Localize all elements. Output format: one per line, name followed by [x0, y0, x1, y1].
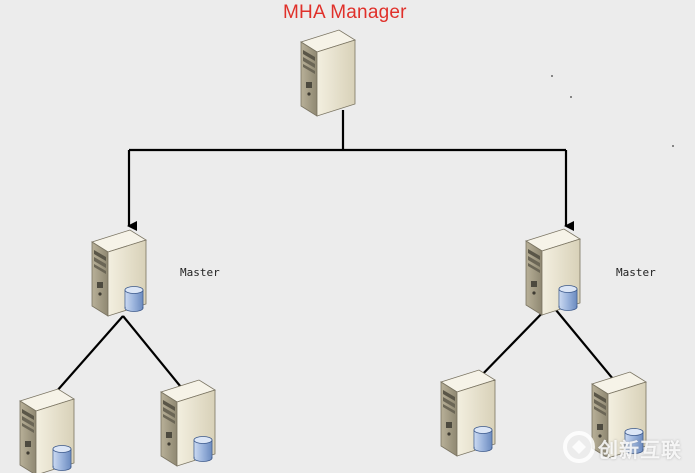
speck — [551, 75, 553, 77]
right-slave-1-database-icon — [473, 426, 493, 452]
right-master-server-icon — [525, 228, 581, 316]
left-slave-1-server-icon — [19, 388, 75, 473]
right-master-database-icon — [558, 285, 578, 311]
connection-lines — [55, 110, 619, 393]
speck — [570, 96, 572, 98]
right-master-to-slave-1 — [474, 303, 552, 383]
watermark-logo: 创新互联 — [560, 425, 695, 471]
left-master-database-icon — [124, 286, 144, 312]
watermark-text: 创新互联 — [598, 438, 682, 462]
right-slave-1-server-icon — [440, 369, 496, 457]
watermark-mark-icon — [563, 431, 595, 463]
manager-server-icon — [300, 29, 356, 117]
left-master-to-slave-1 — [55, 315, 124, 393]
left-master-server-icon — [91, 229, 147, 317]
left-master-label: Master — [180, 266, 220, 279]
left-slave-2-database-icon — [193, 436, 213, 462]
diagram-title: MHA Manager — [283, 2, 407, 23]
left-master-to-slave-2 — [122, 315, 186, 393]
right-master-label: Master — [616, 266, 656, 279]
speck — [672, 145, 674, 147]
right-master-to-slave-2 — [550, 303, 619, 386]
left-slave-2-server-icon — [160, 379, 216, 467]
left-slave-1-database-icon — [52, 445, 72, 471]
